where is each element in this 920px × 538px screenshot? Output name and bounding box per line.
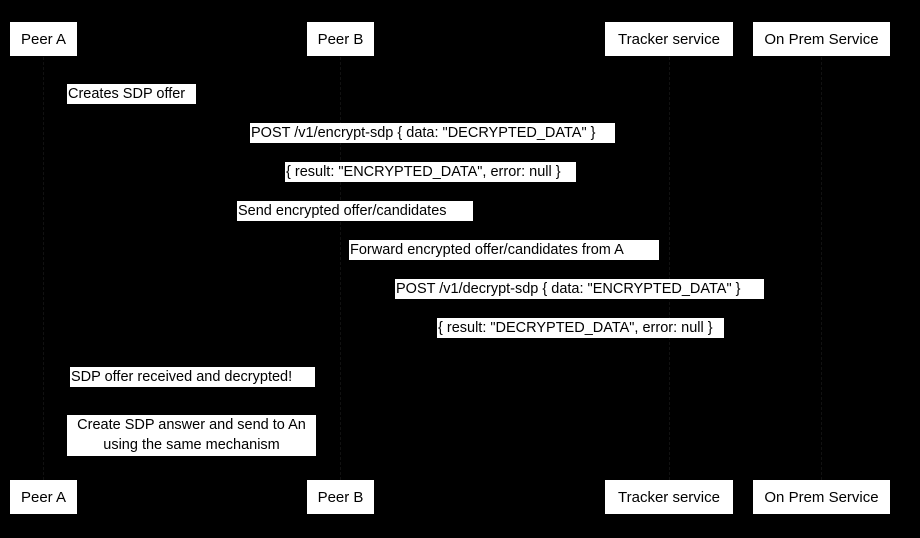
note-line-1: Create SDP answer and send to An	[77, 417, 306, 433]
message-post-decrypt-sdp: POST /v1/decrypt-sdp { data: "ENCRYPTED_…	[395, 279, 764, 299]
message-forward-encrypted-offer: Forward encrypted offer/candidates from …	[349, 240, 659, 260]
message-send-encrypted-offer: Send encrypted offer/candidates	[237, 201, 473, 221]
message-decrypt-sdp-result: { result: "DECRYPTED_DATA", error: null …	[437, 318, 724, 338]
message-post-encrypt-sdp: POST /v1/encrypt-sdp { data: "DECRYPTED_…	[250, 123, 615, 143]
lifeline-peer-b	[340, 57, 341, 480]
participant-footer-peer-a[interactable]: Peer A	[10, 480, 77, 514]
participant-footer-peer-b[interactable]: Peer B	[307, 480, 374, 514]
message-sdp-offer-received: SDP offer received and decrypted!	[70, 367, 315, 387]
lifeline-tracker-service	[669, 57, 670, 480]
participant-header-peer-b[interactable]: Peer B	[307, 22, 374, 56]
participant-header-tracker-service[interactable]: Tracker service	[605, 22, 733, 56]
message-creates-sdp-offer: Creates SDP offer	[67, 84, 196, 104]
lifeline-peer-a	[43, 57, 44, 480]
note-line-2: using the same mechanism	[103, 437, 280, 453]
lifeline-on-prem-service	[821, 57, 822, 480]
participant-footer-on-prem-service[interactable]: On Prem Service	[753, 480, 890, 514]
participant-footer-tracker-service[interactable]: Tracker service	[605, 480, 733, 514]
note-create-sdp-answer: Create SDP answer and send to An using t…	[67, 415, 316, 456]
participant-header-on-prem-service[interactable]: On Prem Service	[753, 22, 890, 56]
message-encrypt-sdp-result: { result: "ENCRYPTED_DATA", error: null …	[285, 162, 576, 182]
participant-header-peer-a[interactable]: Peer A	[10, 22, 77, 56]
